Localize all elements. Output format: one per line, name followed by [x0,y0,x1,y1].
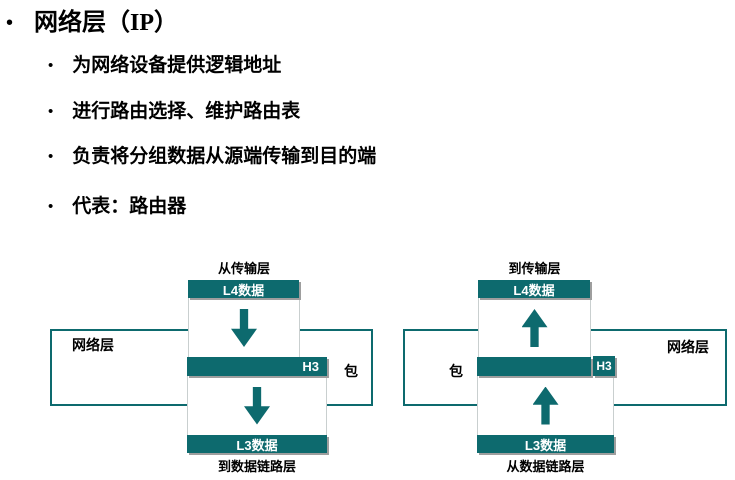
l4-data-bar: L4数据 [188,280,299,298]
bullet-text: 代表：路由器 [72,196,187,217]
bullet-icon: • [48,148,54,165]
l4-data-bar: L4数据 [478,280,590,298]
slide-title: 网络层（IP） [34,10,179,36]
upper-process-box [478,297,591,359]
bullet-text: 进行路由选择、维护路由表 [72,101,301,122]
bullet-item-4: • 代表：路由器 [48,195,186,219]
lower-process-box [477,375,614,436]
bullet-text: 为网络设备提供逻辑地址 [72,55,282,76]
upper-process-box [188,297,300,359]
bullet-text: 负责将分组数据从源端传输到目的端 [72,146,377,167]
h3-header-tab: H3 [593,356,615,376]
bullet-icon: • [48,198,54,215]
up-arrow-icon [532,386,559,425]
bullet-icon: • [48,57,54,74]
bullet-item-2: • 进行路由选择、维护路由表 [48,100,300,124]
bullet-icon: • [6,12,14,34]
from-transport-layer-label: 从传输层 [217,261,270,276]
l3-data-bar: L3数据 [187,435,327,453]
h3-header-bar-body [477,357,591,376]
h3-header-bar: H3 [187,357,327,376]
bullet-icon: • [48,103,54,120]
network-layer-label: 网络层 [667,339,709,355]
down-arrow-icon [231,309,257,347]
bullet-item-1: • 为网络设备提供逻辑地址 [48,54,281,78]
to-datalink-layer-label: 到数据链路层 [217,459,296,474]
up-arrow-icon [521,309,548,347]
bullet-item-3: • 负责将分组数据从源端传输到目的端 [48,145,376,169]
network-layer-label: 网络层 [72,337,114,353]
down-arrow-icon [244,386,270,425]
to-transport-layer-label: 到传输层 [508,261,561,276]
lower-process-box [187,375,327,436]
from-datalink-layer-label: 从数据链路层 [506,459,585,474]
packet-pdu-label: 包 [449,363,463,379]
l3-data-bar: L3数据 [477,435,614,453]
slide-title-row: • 网络层（IP） [6,8,178,38]
packet-pdu-label: 包 [344,363,358,379]
